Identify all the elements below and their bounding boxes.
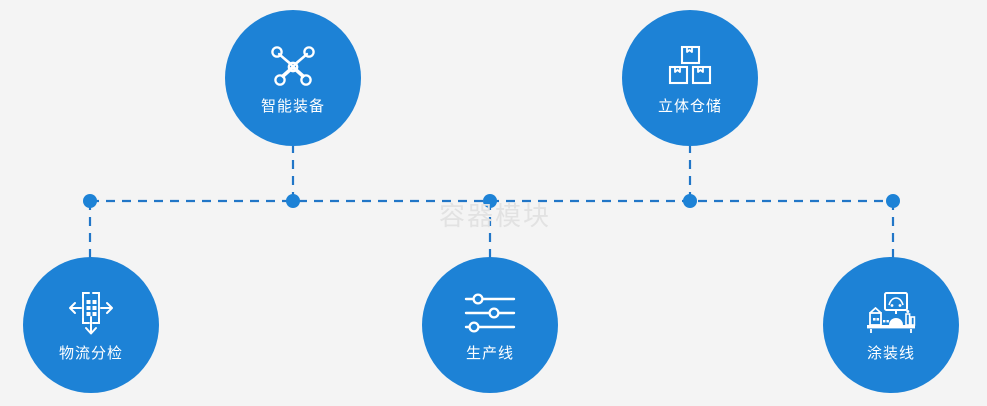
junction-left-end [83,194,97,208]
watermark-text: 容器模块 [438,202,551,232]
node-label-stereoscopic-warehouse: 立体仓储 [657,96,722,115]
node-painting-line[interactable]: 涂装线 [823,257,959,393]
junction-smart [286,194,300,208]
paint-workstation-icon [865,289,917,337]
node-production-line[interactable]: 生产线 [422,257,558,393]
junction-warehouse [683,194,697,208]
sorting-distribute-icon [65,289,117,337]
node-label-painting-line: 涂装线 [866,343,915,362]
network-topology-icon [267,42,319,90]
node-label-production-line: 生产线 [465,343,514,362]
node-logistics-sorting[interactable]: 物流分检 [23,257,159,393]
stacked-boxes-icon [664,42,716,90]
junction-right-end [886,194,900,208]
node-stereoscopic-warehouse[interactable]: 立体仓储 [622,10,758,146]
node-label-smart-equipment: 智能装备 [260,96,325,115]
node-label-logistics-sorting: 物流分检 [58,343,123,362]
node-smart-equipment[interactable]: 智能装备 [225,10,361,146]
sliders-icon [464,289,516,337]
